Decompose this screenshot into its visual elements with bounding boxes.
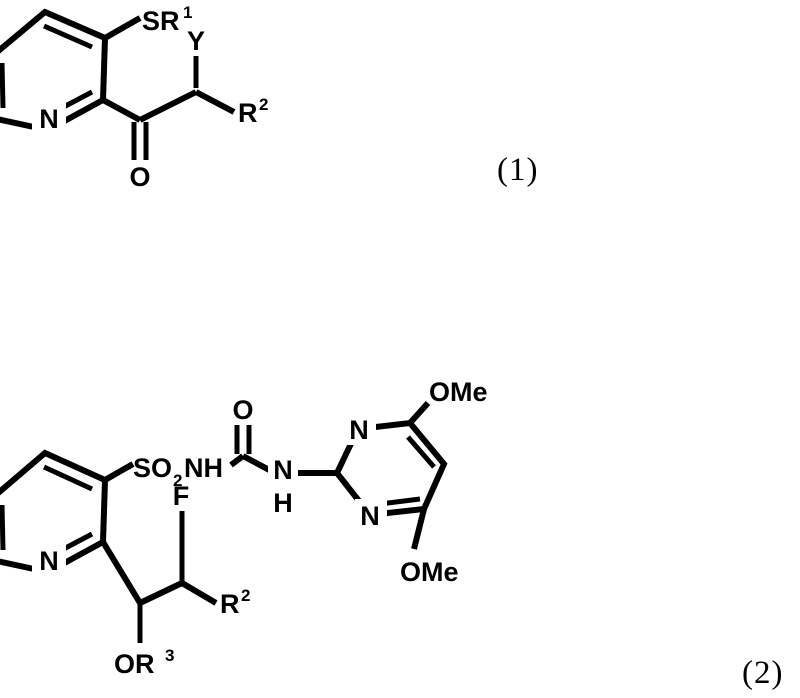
urea-group-2: O N H — [229, 395, 337, 518]
formula-number-2: (2) — [742, 655, 784, 691]
or3-superscript-2: 3 — [165, 646, 174, 665]
f-substituent-group-2: F — [173, 481, 190, 583]
or3-substituent-group-2: OR 3 — [114, 603, 174, 679]
ring-nitrogen-1: N — [32, 102, 66, 134]
urea-oxygen-label-2: O — [232, 395, 253, 425]
pyridine-double-bond-b-1 — [0, 62, 6, 109]
ketone-group-1: O — [129, 122, 151, 192]
ring-nitrogen-2: N — [32, 544, 66, 576]
pyrimidine-nitrogen-top-label-2: N — [349, 415, 369, 445]
sulfonylurea-linker-2: SO 2 NH — [133, 453, 223, 490]
pyridine-double-bond-a-2 — [42, 464, 94, 492]
bond-ch-to-r2-2 — [180, 580, 218, 606]
carbonyl-oxygen-label-1: O — [129, 162, 150, 192]
y-substituent-group-1: Y — [187, 26, 205, 88]
r2-superscript-2: 2 — [241, 586, 250, 605]
bond-nh-to-urea-carbon-2 — [229, 453, 245, 468]
r2-substituent-group-2: R 2 — [220, 586, 250, 619]
formula-number-1: (1) — [497, 152, 539, 188]
methoxy-top-group-2: OMe — [407, 377, 488, 426]
methoxy-bottom-label-2: OMe — [400, 557, 459, 587]
pyrimidine-n-top-mask-2 — [344, 413, 376, 445]
ring-nitrogen-label-2: N — [39, 546, 59, 576]
sulfonyl-label-2: SO — [133, 453, 172, 483]
r2-substituent-label-1: R — [238, 98, 258, 128]
methoxy-top-label-2: OMe — [429, 377, 488, 407]
bond-choR3-to-ch-2 — [138, 580, 184, 606]
thioether-superscript-1: 1 — [183, 3, 192, 22]
pyrimidine-n-bottom-mask-2 — [355, 499, 387, 531]
sulfonamide-nh-label-2: NH — [184, 453, 223, 483]
sulfonyl-subscript-2: 2 — [173, 471, 182, 490]
chemical-structure-formula-1: N SR 1 Y O — [0, 0, 320, 210]
bond-c2-to-choR3-2 — [100, 540, 143, 605]
or3-substituent-label-2: OR — [114, 649, 155, 679]
urea-n-label-mask-2 — [268, 451, 298, 483]
methoxy-bottom-group-2: OMe — [400, 508, 459, 587]
bond-c6-to-methoxy-top-2 — [407, 400, 431, 426]
ring-nitrogen-label-1: N — [39, 104, 59, 134]
pyrimidine-ring-2: N N — [333, 413, 448, 531]
r2-superscript-1: 2 — [259, 95, 268, 114]
bond-carbonyl-to-ch-1 — [138, 89, 198, 123]
r2-substituent-group-1: R 2 — [238, 95, 268, 128]
chemical-structure-formula-2: N SO 2 NH F OR 3 — [0, 377, 540, 698]
pyridine-double-bond-b-2 — [0, 504, 6, 551]
bond-c2-to-carbonyl-1 — [101, 97, 142, 123]
pyrimidine-nitrogen-bottom-label-2: N — [360, 501, 380, 531]
bond-c3-to-sulfonyl-2 — [103, 461, 135, 483]
thioether-group-1: SR 1 — [142, 3, 192, 36]
r2-substituent-label-2: R — [220, 589, 240, 619]
bond-c3-to-sulfur-1 — [103, 15, 142, 41]
thioether-label-1: SR — [142, 6, 180, 36]
urea-nitrogen-label-2: N — [273, 455, 293, 485]
pyridine-double-bond-a-1 — [42, 23, 94, 50]
nitrogen-label-mask-2 — [32, 544, 66, 576]
urea-nitrogen-hydrogen-label-2: H — [273, 488, 293, 518]
bond-ch-to-r2-1 — [194, 89, 236, 115]
nitrogen-label-mask-1 — [32, 102, 66, 134]
y-substituent-label-1: Y — [187, 26, 205, 56]
pyrimidine-double-bond-a-2 — [406, 435, 436, 469]
f-substituent-label-2: F — [173, 481, 190, 511]
bond-c4-to-methoxy-bottom-2 — [411, 508, 427, 550]
